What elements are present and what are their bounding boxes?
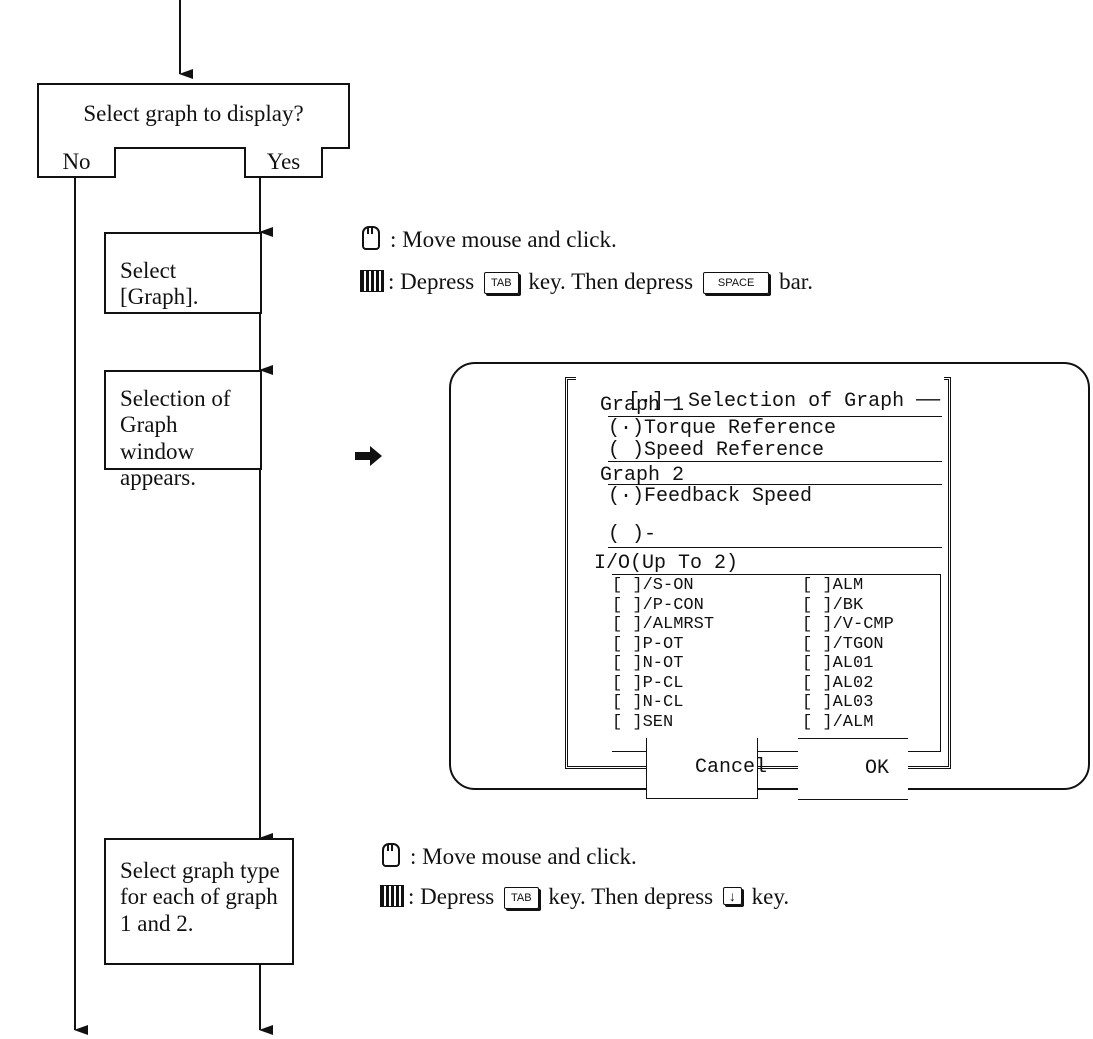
graph2-group: (·)Feedback Speed ( )- <box>608 484 942 548</box>
instruction-mouse-1: : Move mouse and click. <box>362 226 617 253</box>
step-select-graph-type: Select graph type for each of graph 1 an… <box>104 838 294 965</box>
mouse-icon <box>362 226 380 250</box>
branch-yes-label: Yes <box>266 149 301 174</box>
graph1-label: Graph 1 <box>600 394 685 417</box>
io-checkbox[interactable]: [ ]/BK <box>802 595 864 615</box>
io-checkbox[interactable]: [ ]SEN <box>612 712 674 732</box>
io-checkbox[interactable]: [ ]/ALM <box>802 712 874 732</box>
kbd1-prefix: : Depress <box>388 269 475 294</box>
cancel-button-label: Cancel <box>695 756 768 779</box>
io-checkbox[interactable]: [ ]/P-CON <box>612 595 704 615</box>
io-label: I/O(Up To 2) <box>594 552 739 575</box>
decision-question: Select graph to display? <box>83 101 304 126</box>
kbd2-mid: key. Then depress <box>548 884 714 909</box>
kbd2-prefix: : Depress <box>408 884 495 909</box>
keyboard-icon <box>380 885 404 907</box>
io-checkbox[interactable]: [ ]P-CL <box>612 673 684 693</box>
io-group: [ ]/S-ON [ ]/P-CON [ ]/ALMRST [ ]P-OT [ … <box>612 574 941 752</box>
io-checkbox[interactable]: [ ]/TGON <box>802 634 884 654</box>
io-checkbox[interactable]: [ ]/S-ON <box>612 576 694 595</box>
instruction-mouse-1-text: : Move mouse and click. <box>390 227 617 252</box>
io-checkbox[interactable]: [ ]N-OT <box>612 654 684 673</box>
ok-button-label: OK <box>865 757 890 780</box>
selection-of-graph-dialog: [·]─ Selection of Graph ── Graph 1 (·)To… <box>565 372 951 800</box>
graph2-label: Graph 2 <box>600 464 685 487</box>
tab-key: TAB <box>503 887 539 909</box>
space-key: SPACE <box>702 272 770 294</box>
dialog-title: Selection of Graph <box>688 390 905 413</box>
graph1-option-speed[interactable]: ( )Speed Reference <box>608 439 825 462</box>
step-select-graph: Select [Graph]. <box>104 232 262 314</box>
step-window-appears: Selection of Graph window appears. <box>104 370 262 490</box>
io-checkbox[interactable]: [ ]/V-CMP <box>802 615 894 634</box>
io-checkbox[interactable]: [ ]ALM <box>802 576 864 595</box>
keyboard-icon <box>360 270 384 292</box>
tab-key: TAB <box>483 272 519 294</box>
down-arrow-key: ↓ <box>722 887 742 905</box>
kbd2-suffix: key. <box>751 884 790 909</box>
branch-yes: Yes <box>244 147 323 178</box>
instruction-mouse-2-text: : Move mouse and click. <box>410 844 637 869</box>
graph1-option-torque[interactable]: (·)Torque Reference <box>608 417 837 440</box>
branch-no-label: No <box>62 149 91 174</box>
io-right-column: [ ]ALM [ ]/BK [ ]/V-CMP [ ]/TGON [ ]AL01… <box>802 577 894 733</box>
decision-box: Select graph to display? <box>37 83 350 149</box>
io-checkbox[interactable]: [ ]AL03 <box>802 693 874 712</box>
kbd1-suffix: bar. <box>779 269 813 294</box>
io-checkbox[interactable]: [ ]AL02 <box>802 673 874 693</box>
screen-frame <box>449 362 1090 790</box>
kbd1-mid: key. Then depress <box>528 269 694 294</box>
instruction-kbd-1: : Depress TAB key. Then depress SPACE ba… <box>360 269 813 295</box>
ok-button[interactable]: OK <box>798 738 908 800</box>
graph1-group: (·)Torque Reference ( )Speed Reference <box>608 416 942 462</box>
dialog-title-bar: [·]─ Selection of Graph ── <box>576 372 945 432</box>
branch-no: No <box>37 147 116 178</box>
io-checkbox[interactable]: [ ]AL01 <box>802 654 874 673</box>
graph2-option-none[interactable]: ( )- <box>608 523 657 546</box>
close-icon[interactable]: [·] <box>628 390 665 413</box>
graph2-option-feedback[interactable]: (·)Feedback Speed <box>608 485 813 508</box>
instruction-kbd-2: : Depress TAB key. Then depress ↓ key. <box>380 884 789 910</box>
cancel-button[interactable]: Cancel <box>646 738 767 799</box>
io-checkbox[interactable]: [ ]P-OT <box>612 634 684 654</box>
io-left-column: [ ]/S-ON [ ]/P-CON [ ]/ALMRST [ ]P-OT [ … <box>612 577 714 733</box>
io-checkbox[interactable]: [ ]/ALMRST <box>612 615 715 634</box>
io-checkbox[interactable]: [ ]N-CL <box>612 693 684 712</box>
instruction-mouse-2: : Move mouse and click. <box>382 843 637 870</box>
mouse-icon <box>382 843 400 867</box>
